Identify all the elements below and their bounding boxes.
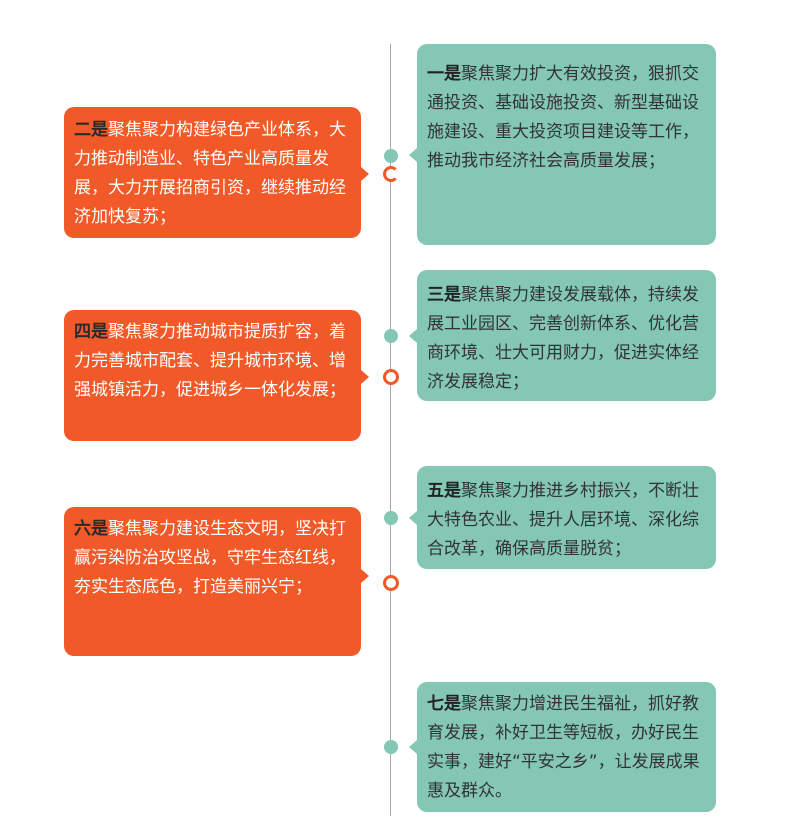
card-lead: 七是 [427,694,461,714]
card-lead: 四是 [74,322,108,342]
card-text: 聚焦聚力增进民生福祉，抓好教育发展，补好卫生等短板，办好民生实事，建好“平安之乡… [427,694,700,801]
timeline-marker [383,166,399,182]
timeline-marker [383,369,399,385]
timeline-card-1: .c1::before{} 一是聚焦聚力扩大有效投资，狠抓交通投资、基础设施投资… [409,44,716,245]
card-text: 聚焦聚力建设生态文明，坚决打赢污染防治攻坚战，守牢生态红线，夯实生态底色，打造美… [74,519,346,597]
card-lead: 一是 [427,64,461,84]
timeline-card-4: 四是聚焦聚力推动城市提质扩容，着力完善城市配套、提升城市环境、增强城镇活力，促进… [64,310,369,441]
timeline-dot [384,740,398,754]
timeline-dot [384,511,398,525]
timeline-card-5: 五是聚焦聚力推进乡村振兴，不断壮大特色农业、提升人居环境、深化综合改革，确保高质… [409,466,716,569]
timeline-marker [383,575,399,591]
card-text: 聚焦聚力推动城市提质扩容，着力完善城市配套、提升城市环境、增强城镇活力，促进城乡… [74,322,346,400]
timeline-card-7: 七是聚焦聚力增进民生福祉，抓好教育发展，补好卫生等短板，办好民生实事，建好“平安… [409,682,716,812]
timeline-dot [384,329,398,343]
card-text: 聚焦聚力建设发展载体，持续发展工业园区、完善创新体系、优化营商环境、壮大可用财力… [427,285,699,392]
card-lead: 六是 [74,519,108,539]
timeline-card-6: 六是聚焦聚力建设生态文明，坚决打赢污染防治攻坚战，守牢生态红线，夯实生态底色，打… [64,507,369,656]
card-lead: 五是 [427,481,461,501]
timeline-line [390,44,391,816]
card-lead: 三是 [427,285,461,305]
timeline-card-3: 三是聚焦聚力建设发展载体，持续发展工业园区、完善创新体系、优化营商环境、壮大可用… [409,270,716,401]
card-text: 聚焦聚力推进乡村振兴，不断壮大特色农业、提升人居环境、深化综合改革，确保高质量脱… [427,481,699,559]
timeline-dot [384,149,398,163]
card-text: 聚焦聚力扩大有效投资，狠抓交通投资、基础设施投资、新型基础设施建设、重大投资项目… [427,64,699,171]
card-text: 聚焦聚力构建绿色产业体系，大力推动制造业、特色产业高质量发展，大力开展招商引资，… [74,120,346,227]
card-lead: 二是 [74,120,108,140]
timeline-card-2: 二是聚焦聚力构建绿色产业体系，大力推动制造业、特色产业高质量发展，大力开展招商引… [64,107,369,238]
